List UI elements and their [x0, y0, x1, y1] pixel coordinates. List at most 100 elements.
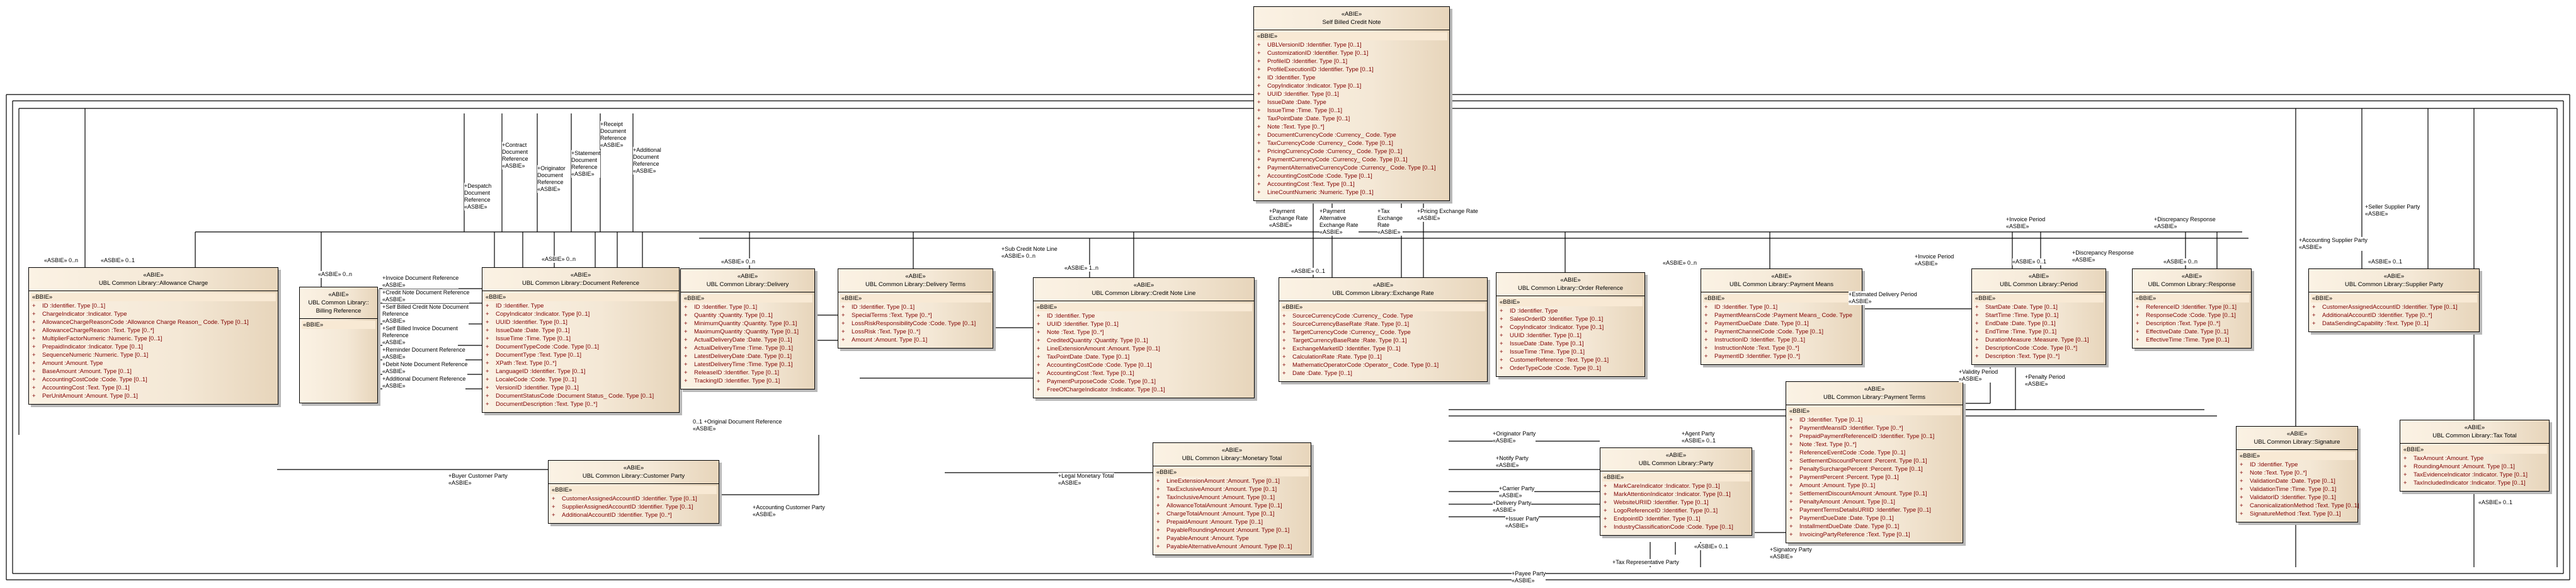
attribute-row: +PaymentMeansID :Identifier. Type [0..*]: [1788, 424, 1961, 432]
attribute-row: +TaxExclusiveAmount :Amount. Type [0..1]: [1155, 485, 1309, 493]
attribute-row: +AllowanceChargeReason :Text. Type [0..*…: [31, 326, 276, 335]
public-marker: +: [1604, 483, 1607, 490]
association-role-label: +Legal Monetary Total «ASBIE»: [1058, 473, 1114, 487]
attribute-text: Amount :Amount. Type: [42, 360, 103, 367]
class-stereotype: «ABIE»: [2028, 273, 2049, 280]
association-role-label: «ASBIE» 0..n: [721, 258, 756, 265]
public-marker: +: [1037, 345, 1040, 352]
association-role-label: +Accounting Customer Party «ASBIE»: [753, 504, 825, 518]
attribute-text: Amount :Amount. Type [0..1]: [852, 337, 928, 343]
attribute-row: +ID :Identifier. Type [0..1]: [1703, 303, 1860, 311]
association-role-label: +Additional Document Reference «ASBIE»: [382, 376, 466, 389]
public-marker: +: [1500, 332, 1503, 339]
public-marker: +: [552, 512, 556, 519]
attribute-text: AccountingCost :Text. Type [0..1]: [1047, 370, 1134, 377]
public-marker: +: [2240, 461, 2243, 468]
class-exchange-rate[interactable]: «ABIE» UBL Common Library::Exchange Rate…: [1279, 277, 1488, 382]
attribute-text: LatestDeliveryDate :Date. Type [0..1]: [694, 353, 792, 360]
attribute-text: ID :Identifier. Type [0..1]: [852, 304, 915, 311]
public-marker: +: [1500, 340, 1503, 347]
attribute-row: +CopyIndicator :Indicator. Type [0..1]: [1256, 82, 1447, 90]
attribute-row: +ProfileID :Identifier. Type [0..1]: [1256, 57, 1447, 66]
attribute-text: IssueTime :Time. Type [0..1]: [496, 335, 571, 342]
public-marker: +: [486, 352, 489, 359]
attribute-text: PrepaidPaymentReferenceID :Identifier. T…: [1799, 433, 1935, 440]
attribute-row: +TaxPointDate :Date. Type [0..1]: [1035, 353, 1252, 361]
attribute-row: +EndTime :Time. Type [0..1]: [1974, 328, 2104, 336]
association-role-label: +Accounting Supplier Party «ASBIE»: [2299, 237, 2368, 251]
public-marker: +: [1789, 531, 1793, 538]
attribute-row: +ID :Identifier. Type [0..1]: [1788, 416, 1961, 424]
attribute-text: RoundingAmount :Amount. Type [0..1]: [2414, 463, 2515, 470]
attribute-row: +TaxEvidenceIndicator :Indicator. Type […: [2402, 471, 2547, 479]
attribute-text: SpecialTerms :Text. Type [0..*]: [852, 312, 932, 319]
public-marker: +: [32, 327, 36, 334]
public-marker: +: [1156, 502, 1160, 509]
attribute-row: +AccountingCostCode :Code. Type [0..1]: [1035, 361, 1252, 369]
class-order-reference[interactable]: «ABIE» UBL Common Library::Order Referen…: [1496, 272, 1645, 377]
attribute-row: +LineExtensionAmount :Amount. Type [0..1…: [1155, 477, 1309, 485]
class-payment-terms[interactable]: «ABIE» UBL Common Library::Payment Terms…: [1786, 381, 1963, 543]
attribute-row: +ValidationTime :Time. Type [0..1]: [2238, 485, 2356, 493]
public-marker: +: [1789, 441, 1793, 448]
attribute-row: +Quantity :Quantity. Type [0..1]: [683, 311, 812, 320]
public-marker: +: [1257, 124, 1261, 130]
class-supplier-party[interactable]: «ABIE» UBL Common Library::Supplier Part…: [2308, 268, 2480, 332]
class-period[interactable]: «ABIE» UBL Common Library::Period«BBIE»+…: [1971, 268, 2106, 365]
class-customer-party[interactable]: «ABIE» UBL Common Library::Customer Part…: [548, 460, 719, 524]
attribute-text: UBLVersionID :Identifier. Type [0..1]: [1267, 42, 1362, 49]
attribute-text: IndustryClassificationCode :Code. Type […: [1614, 524, 1733, 531]
attribute-text: DocumentCurrencyCode :Currency_ Code. Ty…: [1267, 132, 1396, 139]
class-monetary-total[interactable]: «ABIE» UBL Common Library::Monetary Tota…: [1153, 442, 1311, 555]
class-payment-means[interactable]: «ABIE» UBL Common Library::Payment Means…: [1701, 268, 1862, 365]
attribute-text: PaymentAlternativeCurrencyCode :Currency…: [1267, 164, 1436, 171]
attribute-row: +IndustryClassificationCode :Code. Type …: [1602, 523, 1750, 531]
attribute-compartment: «BBIE»+TaxAmount :Amount. Type+RoundingA…: [2400, 444, 2549, 491]
public-marker: +: [2312, 312, 2316, 319]
class-header: «ABIE» UBL Common Library::Order Referen…: [1496, 273, 1644, 296]
class-party[interactable]: «ABIE» UBL Common Library::Party«BBIE»+M…: [1600, 447, 1752, 536]
attribute-row: +SpecialTerms :Text. Type [0..*]: [840, 311, 991, 320]
class-document-reference[interactable]: «ABIE» UBL Common Library::Document Refe…: [482, 267, 680, 413]
class-delivery[interactable]: «ABIE» UBL Common Library::Delivery«BBIE…: [680, 268, 815, 389]
attribute-text: TargetCurrencyBaseRate :Rate. Type [0..1…: [1292, 337, 1407, 344]
public-marker: +: [1257, 66, 1261, 73]
class-stereotype: «ABIE»: [1221, 447, 1243, 454]
public-marker: +: [1789, 458, 1793, 464]
attribute-row: +LocaleCode :Code. Type [0..1]: [484, 376, 677, 384]
class-credit-note-line[interactable]: «ABIE» UBL Common Library::Credit Note L…: [1033, 277, 1255, 398]
attribute-text: MathematicOperatorCode :Operator_ Code. …: [1292, 362, 1439, 369]
class-billing-reference[interactable]: «ABIE» UBL Common Library:: Billing Refe…: [299, 287, 378, 403]
class-signature[interactable]: «ABIE» UBL Common Library::Signature«BBI…: [2236, 426, 2359, 522]
association-role-label: +Issuer Party «ASBIE»: [1505, 516, 1539, 529]
class-self-billed-credit-note[interactable]: «ABIE» Self Billed Credit Note«BBIE»+UBL…: [1253, 6, 1450, 201]
public-marker: +: [2312, 304, 2316, 311]
attribute-text: ActualDeliveryDate :Date. Type [0..1]: [694, 337, 792, 343]
attribute-row: +TrackingID :Identifier. Type [0..1]: [683, 377, 812, 385]
attribute-row: +ChargeTotalAmount :Amount. Type [0..1]: [1155, 510, 1309, 518]
association-role-label: +Statement Document Reference «ASBIE»: [571, 150, 601, 178]
attribute-text: CustomerReference :Text. Type [0..1]: [1510, 357, 1609, 364]
class-allowance-charge[interactable]: «ABIE» UBL Common Library::Allowance Cha…: [28, 267, 278, 405]
class-header: «ABIE» UBL Common Library::Customer Part…: [549, 461, 719, 484]
attribute-text: UUID :Identifier. Type [0..1]: [1267, 91, 1339, 98]
attribute-text: CopyIndicator :Indicator. Type [0..1]: [1510, 324, 1604, 331]
public-marker: +: [1257, 107, 1261, 114]
attribute-text: LocaleCode :Code. Type [0..1]: [496, 376, 577, 383]
public-marker: +: [1156, 527, 1160, 534]
class-delivery-terms[interactable]: «ABIE» UBL Common Library::Delivery Term…: [838, 268, 993, 349]
association-role-label: «ASBIE» 0..1: [101, 257, 135, 264]
attribute-text: TaxExclusiveAmount :Amount. Type [0..1]: [1166, 486, 1277, 493]
public-marker: +: [1037, 321, 1040, 328]
attribute-row: +ExchangeMarketID :Identifier. Type [0..…: [1281, 345, 1485, 353]
attribute-row: +LineExtensionAmount :Amount. Type [0..1…: [1035, 345, 1252, 353]
attribute-row: +DocumentCurrencyCode :Currency_ Code. T…: [1256, 131, 1447, 139]
attribute-row: +CalculationRate :Rate. Type [0..1]: [1281, 353, 1485, 361]
attribute-text: IssueTime :Time. Type [0..1]: [1267, 107, 1342, 114]
attribute-row: +PaymentChannelCode :Code. Type [0..1]: [1703, 328, 1860, 336]
class-response[interactable]: «ABIE» UBL Common Library::Response«BBIE…: [2132, 268, 2252, 349]
attribute-row: +ReferenceID :Identifier. Type [0..1]: [2134, 303, 2249, 311]
public-marker: +: [2403, 463, 2407, 470]
attribute-text: ReleaseID :Identifier. Type [0..1]: [694, 369, 780, 376]
class-tax-total[interactable]: «ABIE» UBL Common Library::Tax Total«BBI…: [2400, 420, 2550, 492]
